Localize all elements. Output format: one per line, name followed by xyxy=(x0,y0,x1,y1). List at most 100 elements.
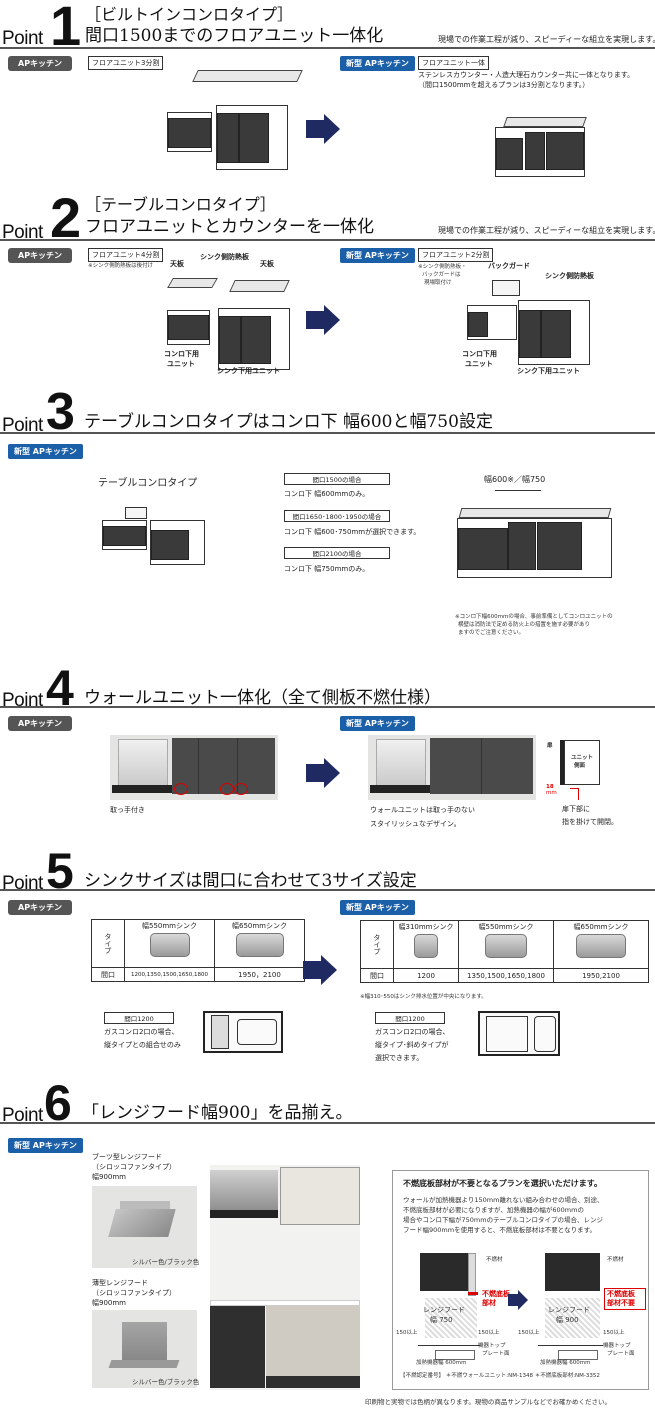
new-wall-unit-photo xyxy=(368,735,536,800)
label-stove-unit-1: コンロ下用 xyxy=(164,350,199,358)
old-caption: 取っ手付き xyxy=(110,806,145,814)
gap-value: 18 xyxy=(546,784,554,790)
label-stove-unit-2: ユニット xyxy=(465,360,493,368)
sink-image xyxy=(485,934,527,958)
open-caption-2: 指を掛けて開閉。 xyxy=(562,818,618,826)
right-material: 不燃材 xyxy=(607,1257,624,1263)
right-heater: 加熱機器幅 600mm xyxy=(540,1360,591,1366)
old-case-label: 間口1200 xyxy=(104,1012,174,1024)
gap-marker xyxy=(570,788,578,789)
new-case-text-3: 選択できます。 xyxy=(375,1054,424,1062)
left-heater: 加熱機器幅 600mm xyxy=(416,1360,467,1366)
new-kitchen-badge: 新型 APキッチン xyxy=(340,900,415,915)
handle-highlight xyxy=(234,783,248,795)
old-kitchen-badge: APキッチン xyxy=(8,56,73,71)
label-heat-plate: シンク側防熱板 xyxy=(545,272,594,280)
label-stove-unit-2: ユニット xyxy=(167,360,195,368)
divider xyxy=(0,432,655,434)
new-desc-1: ステンレスカウンター・人造大理石カウンター共に一体となります。 xyxy=(418,71,635,79)
point-1-title-line2: 間口1500までのフロアユニット一体化 xyxy=(85,26,384,46)
door-label: 扉 xyxy=(547,743,553,749)
old-kitchen-badge: APキッチン xyxy=(8,900,73,915)
side-label-2: 側面 xyxy=(574,763,586,769)
old-sink-650: 幅650mmシンク xyxy=(214,919,305,968)
unit-side-diagram xyxy=(564,740,600,785)
left-material: 不燃材 xyxy=(486,1257,503,1263)
point-5-title: シンクサイズは間口に合わせて3サイズ設定 xyxy=(84,871,417,891)
new-note-1: ※シンク側防熱板・ xyxy=(418,264,467,270)
new-kitchen-badge: 新型 APキッチン xyxy=(340,56,415,71)
new-width-310: 1200 xyxy=(393,968,459,983)
new-kitchen-badge: 新型 APキッチン xyxy=(340,248,415,263)
case-2-label: 間口1650･1800･1950の場合 xyxy=(284,510,390,522)
point-2-tagline: 現場での作業工程が減り、スピーディーな組立を実現します。 xyxy=(438,226,655,235)
old-width-550: 1200,1350,1500,1650,1800 xyxy=(124,967,215,982)
old-note: ※シンク側防熱板は後付け xyxy=(88,263,154,269)
old-width-650: 1950，2100 xyxy=(214,967,305,982)
point-2-title-line2: フロアユニットとカウンターを一体化 xyxy=(85,217,374,237)
thin-hood-photo xyxy=(92,1310,197,1388)
old-case-text-2: 縦タイプとの組合せのみ xyxy=(104,1041,181,1049)
point-label: Point xyxy=(2,690,43,711)
info-box-text-1: ウォールが加熱機器より150mm離れない組み合わせの場合、別途、 xyxy=(403,1196,604,1204)
right-hood-1: レンジフード xyxy=(548,1306,590,1314)
divider xyxy=(0,889,655,891)
new-case-text-2: 縦タイプ･斜めタイプが xyxy=(375,1041,449,1049)
point-3-title: テーブルコンロタイプはコンロ下 幅600と幅750設定 xyxy=(84,412,493,432)
case-3-label: 間口2100の場合 xyxy=(284,547,390,559)
dimension-label: 幅600※／幅750 xyxy=(484,475,546,484)
new-kitchen-badge: 新型 APキッチン xyxy=(8,444,83,459)
left-hood-2: 幅 750 xyxy=(430,1316,453,1324)
point-1-title-line1: ［ビルトインコンロタイプ］ xyxy=(85,5,294,24)
left-clear-r: 150以上 xyxy=(478,1330,500,1336)
point-4-title: ウォールユニット一体化（全て側板不燃仕様） xyxy=(84,688,441,708)
p3-note-2: 横壁は消防法で定める防火上の措置を施す必要があり xyxy=(458,622,591,628)
left-red-2: 部材 xyxy=(482,1299,496,1307)
left-hood-1: レンジフード xyxy=(423,1306,465,1314)
point-1-tagline: 現場での作業工程が減り、スピーディーな組立を実現します。 xyxy=(438,35,655,44)
old-kitchen-badge: APキッチン xyxy=(8,716,73,731)
new-width-650: 1950,2100 xyxy=(553,968,649,983)
label-stove-unit-1: コンロ下用 xyxy=(462,350,497,358)
right-red-1: 不燃底板 xyxy=(607,1290,635,1298)
info-box-title: 不燃底板部材が不要となるプランを選択いただけます。 xyxy=(403,1179,602,1188)
new-case-text-1: ガスコンロ2口の場合、 xyxy=(375,1028,450,1036)
new-kitchen-badge: 新型 APキッチン xyxy=(340,716,415,731)
old-sink-550: 幅550mmシンク xyxy=(124,919,215,968)
gap-marker xyxy=(578,788,579,800)
label-top-2: 天板 xyxy=(260,260,274,268)
new-caption-1: ウォールユニットは取っ手のない xyxy=(370,806,475,814)
handle-highlight xyxy=(220,783,234,795)
info-box-text-3: 場合やコンロ下幅が750mmのテーブルコンロタイプの場合、レンジ xyxy=(403,1216,604,1224)
point-label: Point xyxy=(2,873,43,894)
new-width-550: 1350,1500,1650,1800 xyxy=(458,968,554,983)
right-red-2: 部材不要 xyxy=(607,1299,635,1307)
right-top-2: プレート面 xyxy=(607,1351,635,1357)
point-number: 2 xyxy=(50,186,82,249)
p3-note-1: ※コンロ下幅600mmの場合、事前準備としてコンロユニットの xyxy=(455,614,613,620)
label-sink-unit: シンク下用ユニット xyxy=(517,367,580,375)
new-note-2: バックガードは xyxy=(422,272,461,278)
row-width-label: 間口 xyxy=(91,967,125,982)
divider xyxy=(0,706,655,708)
hood-1-name: ブーツ型レンジフード xyxy=(92,1153,162,1161)
point-label: Point xyxy=(2,222,43,243)
label-heat-plate: シンク側防熱板 xyxy=(200,253,249,261)
left-red-1: 不燃底板 xyxy=(482,1290,510,1298)
open-caption-1: 扉下部に xyxy=(562,805,590,813)
hood-2-color: シルバー色/ブラック色 xyxy=(132,1378,200,1386)
point-label: Point xyxy=(2,415,43,436)
left-clear-l: 150以上 xyxy=(396,1330,418,1336)
right-clear-r: 150以上 xyxy=(603,1330,625,1336)
handle-highlight xyxy=(174,783,188,795)
kitchen-photo xyxy=(210,1165,360,1390)
point-number: 5 xyxy=(46,843,74,899)
door-section xyxy=(560,740,564,785)
point-number: 1 xyxy=(50,0,82,57)
right-red-box xyxy=(604,1288,646,1310)
new-table-note: ※幅310･550はシンク排水位置が中央になります。 xyxy=(360,994,487,1000)
point-number: 6 xyxy=(44,1075,72,1131)
new-sink-650: 幅650mmシンク xyxy=(553,920,649,969)
p3-note-3: ますのでご注意ください。 xyxy=(458,630,525,636)
new-sink-310: 幅310mmシンク xyxy=(393,920,459,969)
